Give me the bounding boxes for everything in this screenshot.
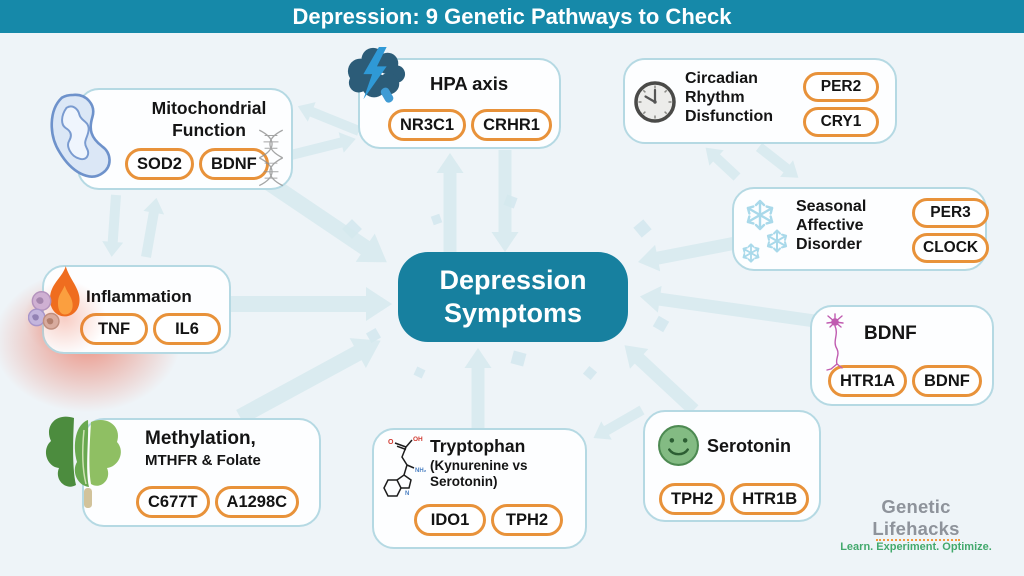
svg-text:OH: OH bbox=[413, 436, 423, 443]
gene-pill: TPH2 bbox=[491, 504, 563, 536]
neuron-icon bbox=[826, 313, 844, 371]
gene-pills: HTR1A BDNF bbox=[828, 365, 982, 397]
card-title: Circadian Rhythm Disfunction bbox=[685, 70, 773, 126]
gene-pills: NR3C1 CRHR1 bbox=[388, 109, 552, 141]
dna-helix-icon bbox=[258, 129, 284, 187]
gene-pills: SOD2 BDNF bbox=[125, 148, 269, 180]
svg-text:O: O bbox=[388, 439, 394, 446]
card-title: Seasonal Affective Disorder bbox=[796, 198, 867, 254]
gene-pills: PER2 CRY1 bbox=[803, 72, 879, 137]
gene-pill: CRY1 bbox=[803, 107, 879, 137]
card-title: Inflammation bbox=[86, 287, 192, 306]
mitochondria-icon bbox=[50, 93, 111, 178]
pathway-card-hpa-axis: HPA axis NR3C1 CRHR1 bbox=[358, 58, 561, 149]
center-title-line1: Depression bbox=[439, 265, 587, 296]
logo-tagline: Learn. Experiment. Optimize. bbox=[840, 541, 992, 553]
clock-icon bbox=[634, 81, 676, 123]
gene-pill: SOD2 bbox=[125, 148, 194, 180]
flame-icon bbox=[28, 266, 80, 330]
gene-pill: A1298C bbox=[214, 486, 300, 518]
smiley-face-icon bbox=[658, 425, 699, 466]
gene-pill: CLOCK bbox=[912, 233, 990, 263]
card-title: Mitochondrial Function bbox=[151, 98, 267, 140]
gene-pill: C677T bbox=[136, 486, 210, 518]
pathway-card-bdnf: BDNF HTR1A BDNF bbox=[810, 305, 994, 406]
gene-pill: HTR1A bbox=[828, 365, 908, 397]
card-title: Serotonin bbox=[707, 436, 791, 456]
title-banner: Depression: 9 Genetic Pathways to Check bbox=[0, 0, 1024, 33]
card-subtitle: MTHFR & Folate bbox=[145, 452, 261, 469]
molecule-icon: O OH NH₂ N bbox=[383, 436, 427, 497]
brain-lightning-icon bbox=[347, 46, 406, 103]
gene-pill: NR3C1 bbox=[388, 109, 467, 141]
gene-pill: TPH2 bbox=[659, 483, 726, 515]
card-title: BDNF bbox=[864, 323, 917, 344]
center-node-depression-symptoms: Depression Symptoms bbox=[398, 252, 628, 342]
gene-pills: PER3 CLOCK bbox=[912, 198, 990, 263]
gene-pill: PER3 bbox=[912, 198, 990, 228]
card-title: Tryptophan bbox=[430, 436, 526, 456]
genetic-lifehacks-logo: Genetic Lifehacks Learn. Experiment. Opt… bbox=[838, 496, 994, 553]
gene-pills: TPH2 HTR1B bbox=[659, 483, 810, 515]
gene-pill: BDNF bbox=[198, 148, 269, 180]
card-title: HPA axis bbox=[430, 73, 509, 94]
svg-text:N: N bbox=[405, 491, 409, 497]
gene-pill: IL6 bbox=[153, 313, 221, 345]
gene-pill: IDO1 bbox=[414, 504, 486, 536]
gene-pill: TNF bbox=[80, 313, 148, 345]
gene-pill: HTR1B bbox=[730, 483, 810, 515]
gene-pills: IDO1 TPH2 bbox=[414, 504, 563, 536]
center-title-line2: Symptoms bbox=[443, 298, 583, 328]
gene-pill: PER2 bbox=[803, 72, 879, 102]
gene-pills: TNF IL6 bbox=[80, 313, 221, 345]
pathway-card-mitochondrial-function: Mitochondrial Function SOD2 BDNF bbox=[77, 88, 293, 190]
svg-text:NH₂: NH₂ bbox=[415, 468, 427, 474]
pathway-card-tryptophan: Tryptophan (Kynurenine vs Serotonin) IDO… bbox=[372, 428, 587, 549]
gene-pill: CRHR1 bbox=[471, 109, 552, 141]
pathway-card-serotonin: Serotonin TPH2 HTR1B bbox=[643, 410, 821, 522]
gene-pill: BDNF bbox=[912, 365, 982, 397]
pathway-card-seasonal-affective-disorder: Seasonal Affective Disorder PER3 CLOCK bbox=[732, 187, 990, 271]
card-subtitle: (Kynurenine vs Serotonin) bbox=[430, 458, 528, 490]
logo-wordmark: Genetic Lifehacks bbox=[872, 496, 960, 539]
card-title: Methylation, bbox=[145, 428, 256, 449]
pathway-card-circadian-rhythm: Circadian Rhythm Disfunction PER2 CRY1 bbox=[623, 58, 897, 144]
leafy-greens-icon bbox=[45, 416, 121, 508]
gene-pills: C677T A1298C bbox=[136, 486, 300, 518]
page-title: Depression: 9 Genetic Pathways to Check bbox=[292, 4, 732, 29]
logo-dotted-line bbox=[876, 539, 960, 541]
snowflakes-icon bbox=[742, 199, 788, 263]
